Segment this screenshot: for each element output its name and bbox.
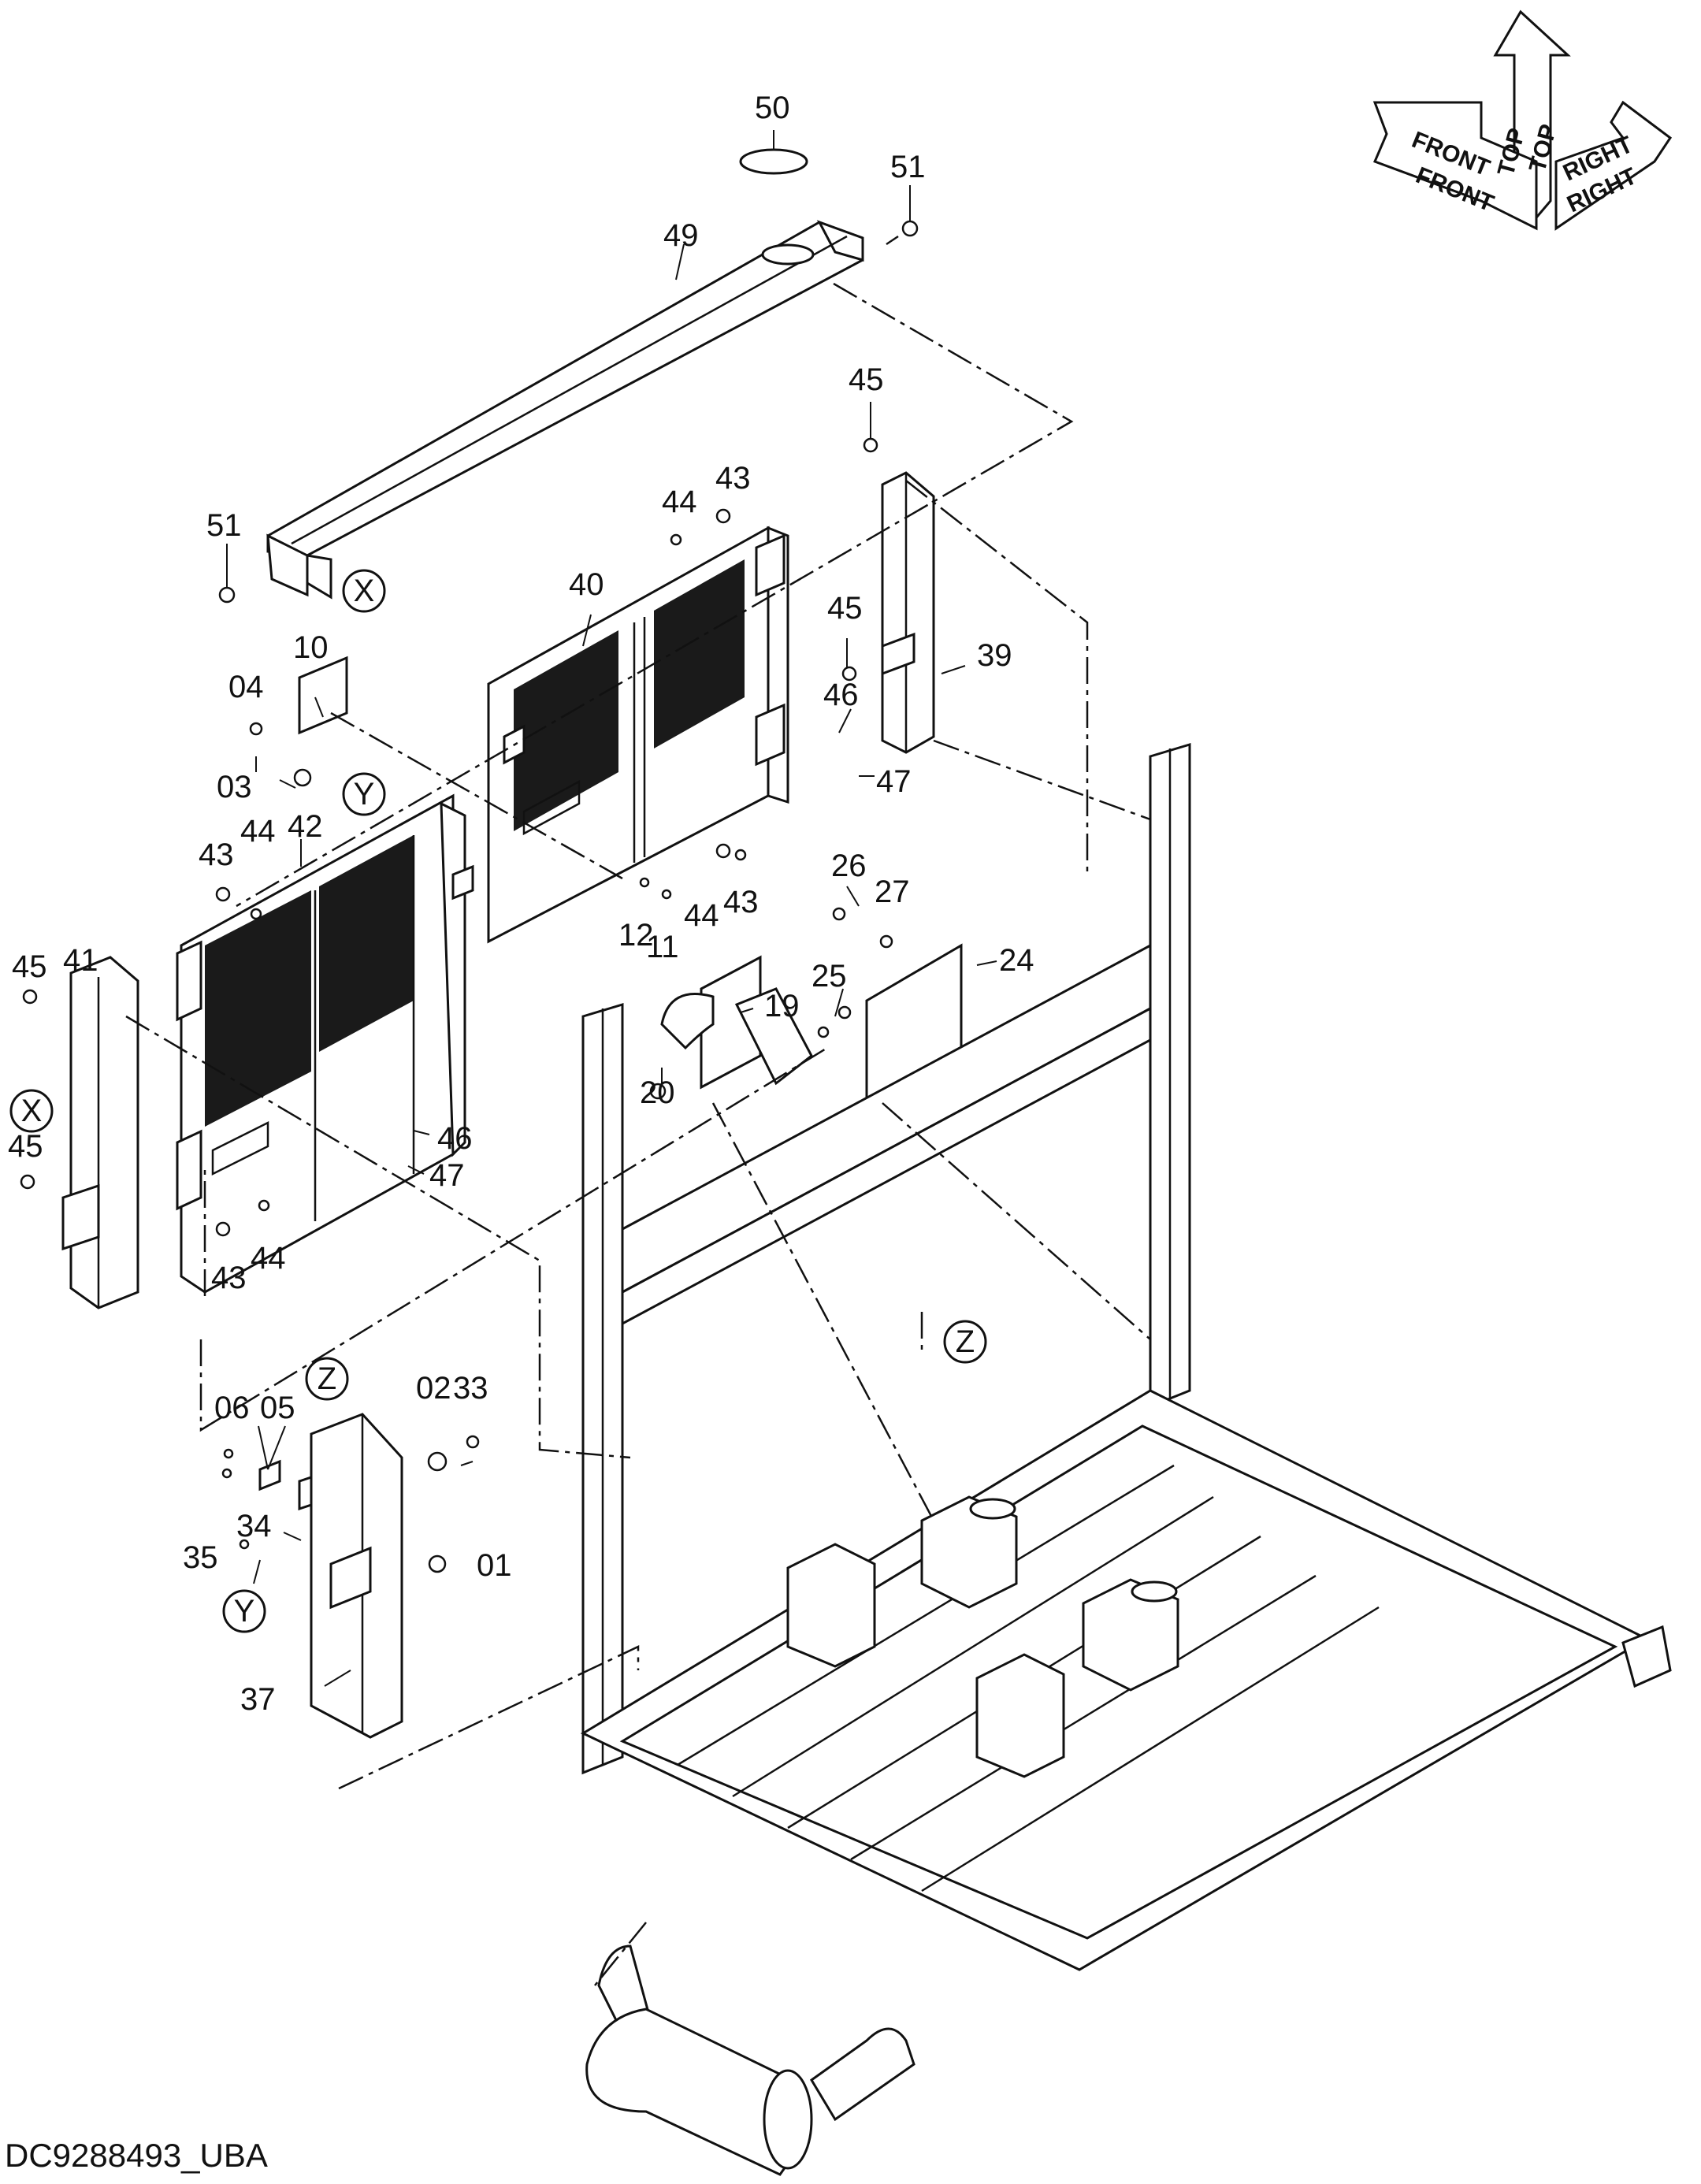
part-label-04: 04 <box>228 670 264 704</box>
svg-text:Z: Z <box>318 1361 336 1396</box>
view-marker-z-frame: Z <box>943 1320 987 1364</box>
left-post <box>61 956 139 1309</box>
document-code: DC9288493_UBA <box>5 2137 268 2174</box>
part-label-51: 51 <box>206 508 242 543</box>
view-marker-z-box: Z <box>305 1357 349 1401</box>
part-label-06: 06 <box>214 1391 250 1425</box>
part-label-47: 47 <box>876 764 912 799</box>
main-frame <box>580 742 1672 1971</box>
muffler <box>585 1944 915 2176</box>
left-grille-panel <box>176 793 474 1294</box>
part-label-03: 03 <box>217 770 252 804</box>
view-marker-x-upper: X <box>342 569 386 613</box>
part-label-44: 44 <box>662 485 697 519</box>
center-grille-panel <box>487 526 789 944</box>
control-box <box>258 1413 403 1739</box>
part-label-20: 20 <box>640 1075 675 1110</box>
part-label-41: 41 <box>63 943 98 978</box>
part-label-02: 02 <box>416 1371 451 1406</box>
part-label-39: 39 <box>977 638 1012 673</box>
svg-text:X: X <box>354 574 375 608</box>
bolt-icon <box>886 220 919 246</box>
right-post <box>881 471 935 754</box>
part-label-45: 45 <box>827 591 863 626</box>
part-label-46: 46 <box>437 1121 473 1156</box>
part-label-40: 40 <box>569 567 604 602</box>
part-label-42: 42 <box>288 809 323 844</box>
bolt-icon <box>218 586 236 604</box>
fastener-group <box>20 437 893 1573</box>
part-label-34: 34 <box>236 1509 272 1543</box>
part-label-19: 19 <box>764 989 800 1023</box>
part-label-11: 11 <box>646 930 679 964</box>
part-label-01: 01 <box>477 1548 512 1583</box>
part-label-12: 12 <box>618 918 654 953</box>
part-labels: 50 51 49 45 44 43 51 40 45 39 10 46 04 0… <box>8 91 1034 1717</box>
part-label-47: 47 <box>429 1158 465 1193</box>
view-marker-x-left: X <box>9 1089 54 1133</box>
svg-text:Y: Y <box>354 777 375 812</box>
part-label-51: 51 <box>890 150 926 184</box>
part-label-45: 45 <box>849 362 884 397</box>
part-label-05: 05 <box>260 1391 295 1425</box>
part-label-43: 43 <box>715 461 751 496</box>
part-label-27: 27 <box>875 875 910 909</box>
part-label-43: 43 <box>211 1261 247 1295</box>
part-label-43: 43 <box>199 838 234 872</box>
svg-text:X: X <box>21 1094 43 1128</box>
part-label-50: 50 <box>755 91 790 125</box>
part-label-43: 43 <box>723 885 759 919</box>
exhaust-duct <box>660 955 813 1090</box>
part-label-10: 10 <box>293 630 329 665</box>
part-label-44: 44 <box>684 898 719 933</box>
top-cover-beam <box>266 220 864 600</box>
svg-text:Y: Y <box>234 1594 255 1629</box>
part-label-33: 33 <box>453 1371 488 1406</box>
bracket-part <box>298 656 348 735</box>
assembly-lines <box>125 282 1151 1986</box>
part-label-44: 44 <box>240 814 276 849</box>
part-label-26: 26 <box>831 849 867 883</box>
part-label-45: 45 <box>8 1129 43 1164</box>
view-marker-y-lower: Y <box>222 1589 266 1633</box>
part-label-46: 46 <box>823 678 859 712</box>
part-label-37: 37 <box>240 1682 276 1717</box>
svg-text:Z: Z <box>956 1324 975 1359</box>
part-label-45: 45 <box>12 949 47 984</box>
orientation-indicator: FRONT FRONT TOP TOP RIGHT RIGHT <box>1372 9 1673 231</box>
part-label-35: 35 <box>183 1540 218 1575</box>
part-label-24: 24 <box>999 943 1034 978</box>
leader-lines <box>226 130 997 1687</box>
part-label-25: 25 <box>812 959 847 994</box>
cap-part <box>739 148 808 175</box>
view-marker-y-upper: Y <box>342 772 386 816</box>
part-label-49: 49 <box>663 218 699 253</box>
part-label-44: 44 <box>251 1241 286 1276</box>
